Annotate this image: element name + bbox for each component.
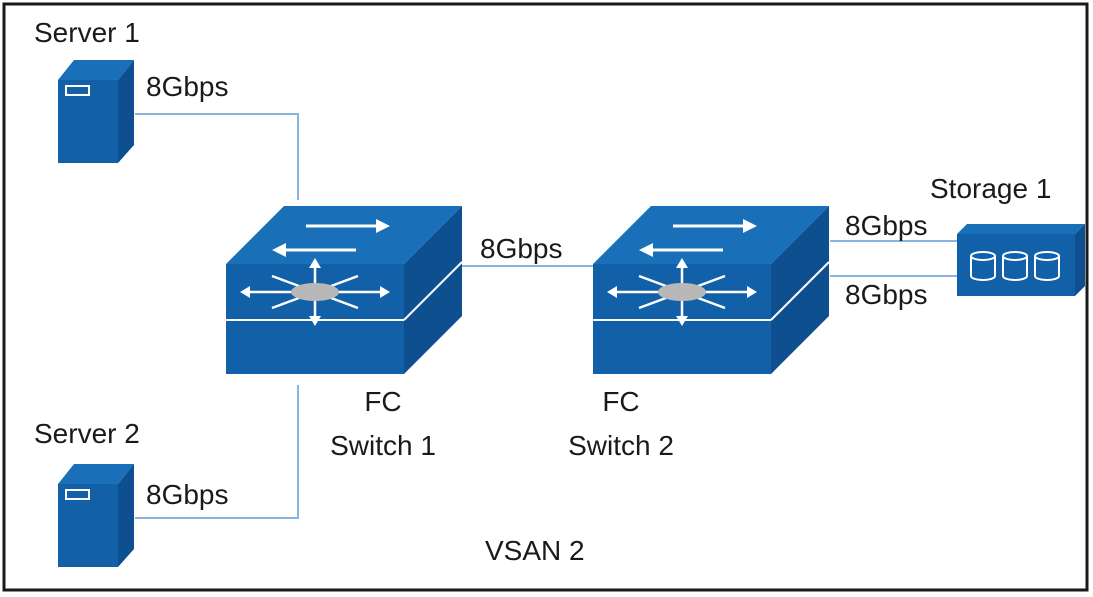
- storage-array-icon: [957, 224, 1085, 296]
- server-tower-icon: [58, 464, 134, 567]
- switch2-label-line2: Switch 2: [568, 430, 674, 461]
- switch1-label-line1: FC: [364, 386, 402, 417]
- switch2-label-line1: FC: [602, 386, 640, 417]
- fc-switch-icon: [226, 206, 463, 374]
- link-speed-server2-switch1: 8Gbps: [146, 479, 229, 510]
- server-tower-icon: [58, 60, 134, 163]
- fc-switch-icon: [593, 206, 830, 374]
- storage1-label: Storage 1: [930, 173, 1052, 204]
- vsan-label: VSAN 2: [485, 535, 585, 566]
- link-speed-switch1-switch2: 8Gbps: [480, 233, 563, 264]
- server2-label: Server 2: [34, 418, 140, 449]
- switch1-label-line2: Switch 1: [330, 430, 436, 461]
- server1-label: Server 1: [34, 17, 140, 48]
- link-speed-switch2-storage-a: 8Gbps: [845, 210, 928, 241]
- link-speed-server1-switch1: 8Gbps: [146, 71, 229, 102]
- link-speed-switch2-storage-b: 8Gbps: [845, 279, 928, 310]
- links: [135, 113, 957, 519]
- link-server2-switch1: [135, 385, 299, 519]
- link-server1-switch1: [135, 113, 299, 200]
